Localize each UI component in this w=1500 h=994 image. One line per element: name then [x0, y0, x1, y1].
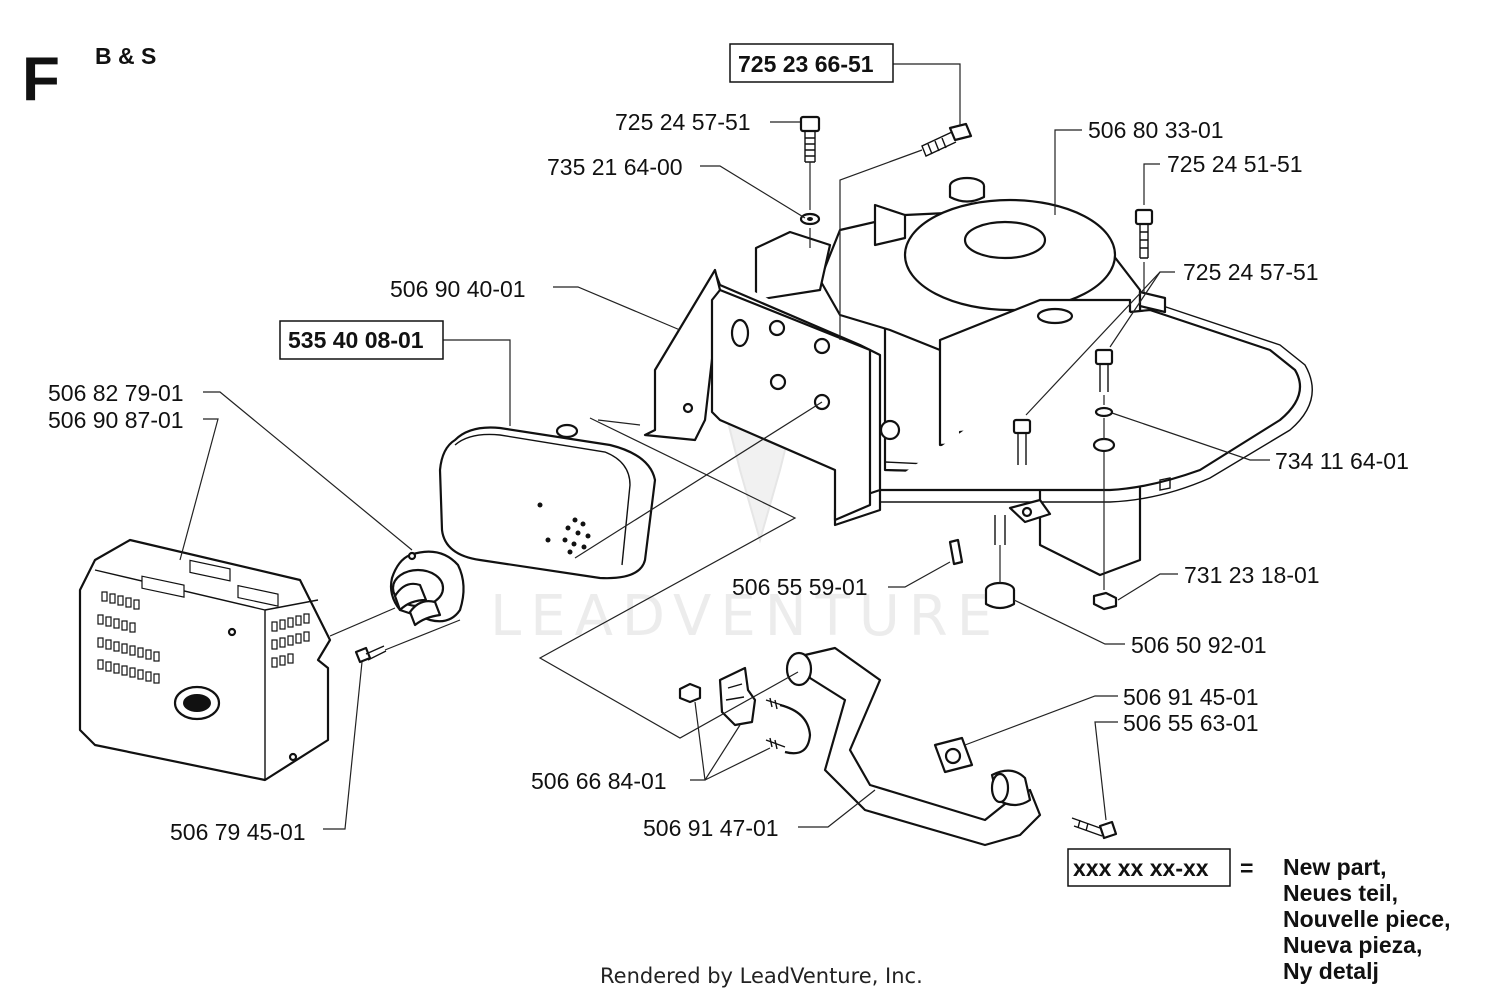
watermark-text: LEADVENTURE [490, 584, 1001, 649]
legend-code: xxx xx xx-xx [1073, 855, 1209, 881]
muffler-vent-holes [537, 502, 591, 555]
section-letter: F [22, 45, 60, 114]
part-label-506803301: 506 80 33-01 [1088, 117, 1224, 143]
part-label-725245151: 725 24 51-51 [1167, 151, 1303, 177]
new-part-box-725236651 [729, 43, 894, 83]
part-label-506509201: 506 50 92-01 [1131, 632, 1267, 658]
deflector-drawing [389, 550, 465, 627]
new-part-box-535400801 [279, 320, 444, 360]
exhaust-pipe-drawing [785, 646, 1118, 847]
legend-code-box [1067, 848, 1231, 887]
part-label-535400801: 535 40 08-01 [288, 327, 424, 353]
part-label-735216400: 735 21 64-00 [547, 154, 683, 180]
engine-assembly-drawing [643, 176, 1313, 577]
part-labels: 725 23 66-51 725 24 57-51 735 21 64-00 5… [48, 43, 1409, 845]
engine-label: B & S [95, 43, 156, 69]
legend: xxx xx xx-xx = New part, Neues teil, Nou… [1067, 848, 1450, 984]
part-label-734116401: 734 11 64-01 [1275, 448, 1409, 474]
part-label-506827901: 506 82 79-01 [48, 380, 184, 406]
part-label-725245751-right: 725 24 57-51 [1183, 259, 1319, 285]
muffler-drawing [438, 423, 657, 580]
legend-line-5: Ny detalj [1283, 958, 1379, 984]
legend-line-3: Nouvelle piece, [1283, 906, 1450, 932]
part-label-506794501: 506 79 45-01 [170, 819, 306, 845]
part-label-506556301: 506 55 63-01 [1123, 710, 1259, 736]
part-label-731231801: 731 23 18-01 [1184, 562, 1320, 588]
part-label-725236651: 725 23 66-51 [738, 51, 874, 77]
legend-line-4: Nueva pieza, [1283, 932, 1422, 958]
part-label-506914701: 506 91 47-01 [643, 815, 779, 841]
screw-drawing [354, 645, 387, 664]
guard-slots [97, 591, 310, 684]
legend-equals: = [1240, 855, 1253, 881]
legend-line-2: Neues teil, [1283, 880, 1398, 906]
part-label-506904001: 506 90 40-01 [390, 276, 526, 302]
part-label-506914501: 506 91 45-01 [1123, 684, 1259, 710]
muffler-guard-drawing [78, 538, 332, 782]
part-label-506555901: 506 55 59-01 [732, 574, 868, 600]
footer-credit: Rendered by LeadVenture, Inc. [600, 964, 923, 988]
part-label-506908701: 506 90 87-01 [48, 407, 184, 433]
leader-lines [179, 63, 1270, 830]
part-label-725245751-top: 725 24 57-51 [615, 109, 751, 135]
part-label-506668401: 506 66 84-01 [531, 768, 667, 794]
legend-line-1: New part, [1283, 854, 1387, 880]
